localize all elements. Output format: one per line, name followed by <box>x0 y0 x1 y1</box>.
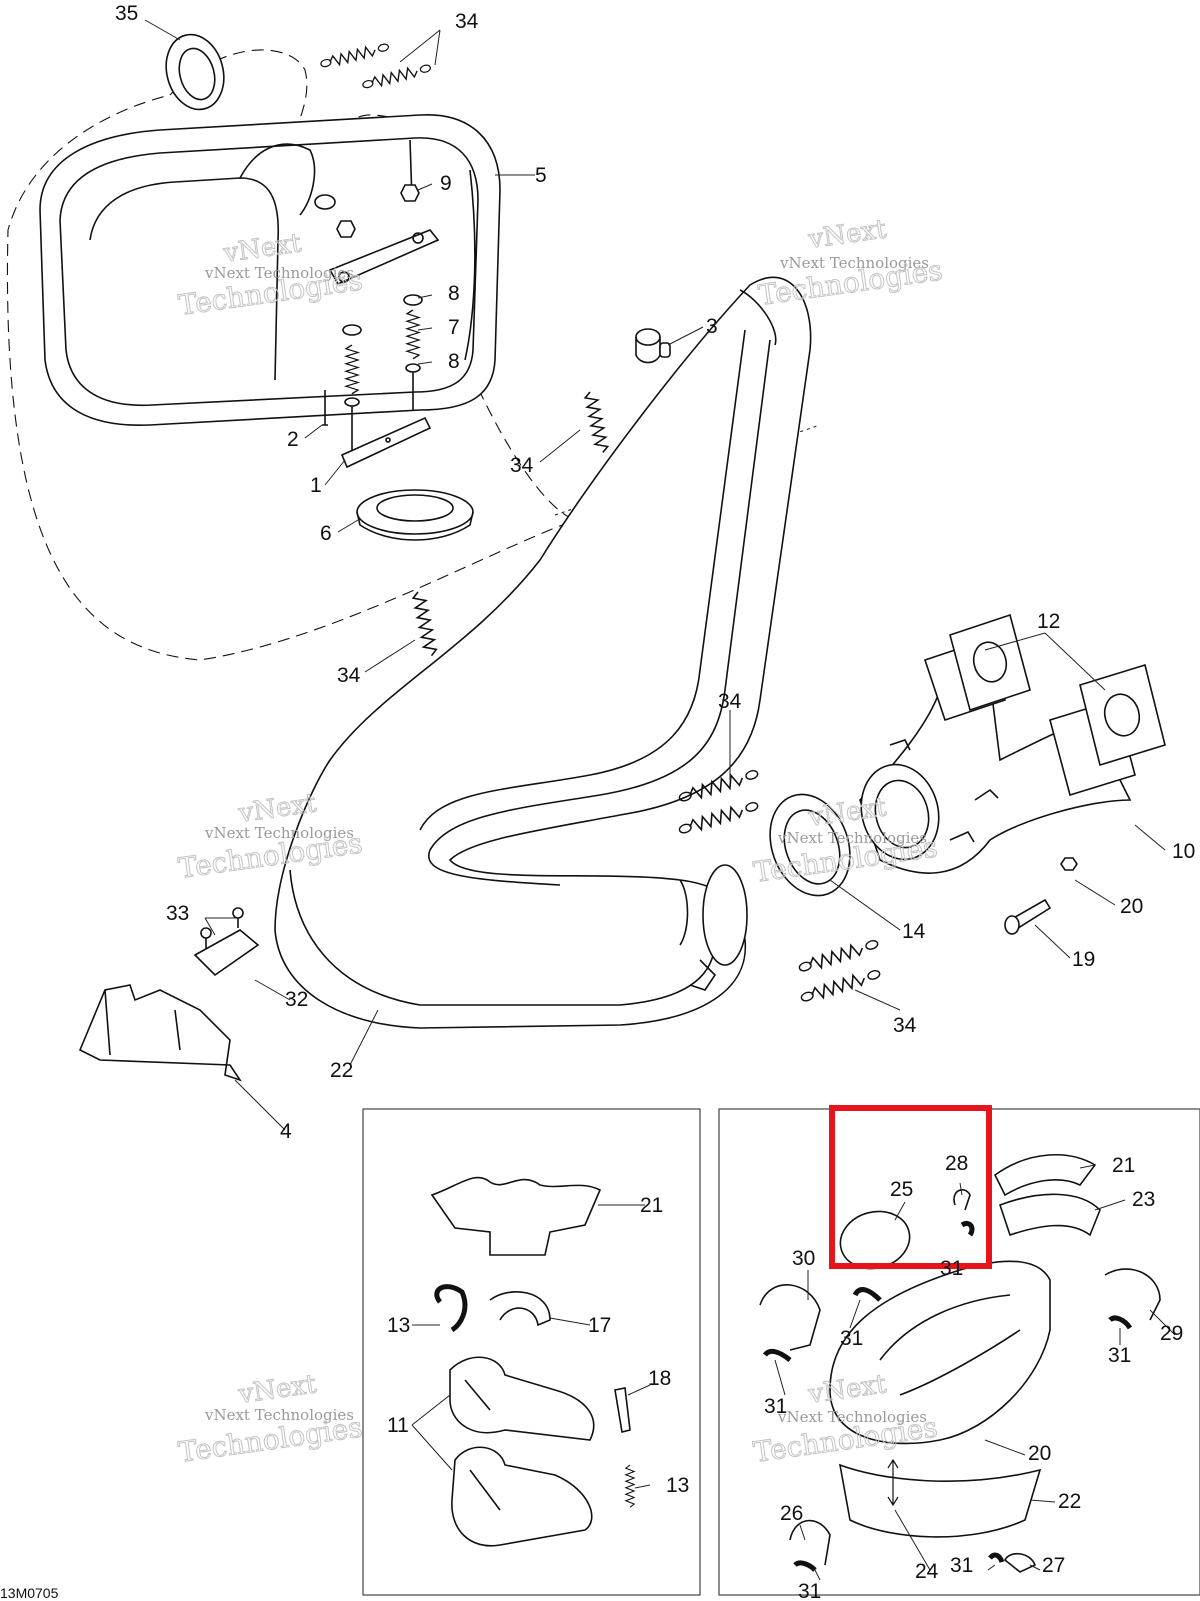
callout-18: 21 <box>640 1194 663 1217</box>
fastener-stack <box>322 184 440 469</box>
watermark-line1-f: vNext Technologies <box>777 1408 927 1426</box>
sealing-ring-14 <box>769 793 851 897</box>
stopper-3 <box>635 328 671 364</box>
main-exploded-view <box>6 33 1166 1082</box>
callout-9: 9 <box>440 172 452 195</box>
callout-21: 21 <box>1112 1154 1135 1177</box>
watermark-line2-e: vNext <box>236 1369 319 1410</box>
watermark-line1-d: vNext Technologies <box>777 829 927 847</box>
callout-27: 27 <box>1042 1554 1065 1577</box>
callout-29: 29 <box>1160 1322 1183 1345</box>
exhaust-manifold-10 <box>859 613 1166 874</box>
callout-31-d: 31 <box>950 1554 973 1577</box>
callout-6: 5 <box>535 164 547 187</box>
callout-31-e: 31 <box>798 1580 821 1601</box>
bolt-16 <box>1004 898 1052 935</box>
callout-15: 17 <box>588 1314 611 1337</box>
clamp-27 <box>1003 1552 1037 1573</box>
clamp-15 <box>489 1291 551 1327</box>
callout-22: 22 <box>1058 1490 1081 1513</box>
bracket-4 <box>78 984 242 1082</box>
callout-2: 2 <box>287 428 299 451</box>
callout-11: 11 <box>387 1414 409 1437</box>
inset-right-parts <box>759 1153 1161 1573</box>
callout-24: 24 <box>915 1560 939 1583</box>
callout-23: 23 <box>1132 1188 1155 1211</box>
shield-22 <box>838 1463 1042 1538</box>
watermark-line1-a: vNext Technologies <box>204 264 354 282</box>
callout-31-top: 31 <box>940 1257 963 1280</box>
watermark-line2-b: vNext <box>806 214 889 255</box>
watermark-line1-e: vNext Technologies <box>204 1406 354 1424</box>
callout-16: 19 <box>1072 948 1095 971</box>
diagram-code: 13M0705 <box>0 1585 59 1601</box>
callout-31-c: 31 <box>764 1395 787 1418</box>
nut-17 <box>1060 857 1078 871</box>
leader-lines <box>144 19 1176 1581</box>
clamp-15-small <box>614 1387 631 1433</box>
clamp-26 <box>789 1519 831 1566</box>
callout-1: 1 <box>310 474 322 497</box>
highlight-box <box>829 1105 992 1269</box>
callout-32: 32 <box>285 988 308 1011</box>
callout-26: 26 <box>780 1502 803 1525</box>
grommet-5 <box>356 489 474 541</box>
callout-12: 12 <box>1037 610 1060 633</box>
callout-34-right: 34 <box>718 690 742 713</box>
callout-3: 3 <box>706 315 718 338</box>
callout-20: 20 <box>1028 1442 1051 1465</box>
callout-33: 33 <box>166 902 189 925</box>
muffler-20 <box>829 1260 1051 1445</box>
callout-25: 25 <box>890 1178 913 1201</box>
callout-19: 22 <box>330 1059 353 1082</box>
callout-8: 8 <box>448 282 460 305</box>
callout-34-mid: 34 <box>510 454 534 477</box>
muffler <box>39 114 501 426</box>
watermark-line1-b: vNext Technologies <box>779 254 929 272</box>
sealing-ring-35 <box>165 33 225 111</box>
callout-30: 30 <box>792 1247 815 1270</box>
callout-14: 14 <box>902 920 926 943</box>
callout-17: 20 <box>1120 895 1143 918</box>
plate-32 <box>193 907 260 977</box>
watermark-line1-c: vNext Technologies <box>204 824 354 842</box>
callout-4: 4 <box>280 1120 292 1143</box>
exhaust-pipe-19 <box>274 276 812 1029</box>
shield-21 <box>993 1153 1097 1197</box>
callout-28: 28 <box>945 1152 968 1175</box>
manifold-11 <box>449 1356 595 1547</box>
spring-13-coil <box>434 1284 468 1333</box>
inset-left-parts <box>430 1176 635 1547</box>
callout-35: 35 <box>115 2 138 25</box>
callout-10: 10 <box>1172 840 1195 863</box>
clamp-30 <box>759 1284 821 1351</box>
shield-23 <box>998 1193 1101 1237</box>
clamp-29 <box>1104 1268 1161 1321</box>
heat-shield-18 <box>430 1176 602 1256</box>
inset-panel-left <box>362 1108 701 1596</box>
callout-34-bottom: 34 <box>893 1014 917 1037</box>
callout-31-b: 31 <box>1108 1344 1131 1367</box>
callout-8-lower: 8 <box>448 350 460 373</box>
callout-34: 34 <box>455 10 479 33</box>
callout-13-lower: 13 <box>666 1474 689 1497</box>
callout-34-left: 34 <box>337 664 361 687</box>
watermarks: vNext Technologies vNext Technologies vN… <box>176 214 945 1470</box>
callout-7: 7 <box>448 316 460 339</box>
callout-15-lower: 18 <box>648 1367 671 1390</box>
callout-13: 13 <box>387 1314 410 1337</box>
callout-31-a: 31 <box>840 1327 863 1350</box>
clip-28 <box>953 1189 971 1211</box>
callout-5: 6 <box>320 522 332 545</box>
